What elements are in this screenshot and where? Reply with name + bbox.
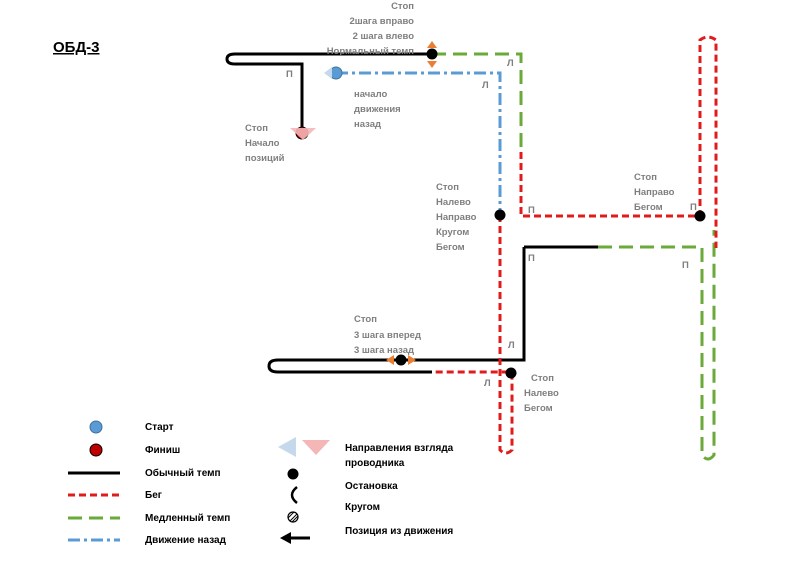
stop-lower bbox=[395, 354, 407, 366]
ann-bottom-line: Стоп bbox=[531, 373, 554, 384]
legend-start: Старт bbox=[145, 422, 174, 433]
ann-finish-line: Начало bbox=[245, 138, 280, 149]
legend-back: Движение назад bbox=[145, 535, 227, 546]
side-label: Л bbox=[484, 378, 491, 389]
ann-right-line: Направо bbox=[634, 187, 675, 198]
annotations: Стоп 2шага вправо 2 шага влево Нормальны… bbox=[327, 1, 415, 57]
side-label: П bbox=[528, 253, 535, 264]
path-slow-right bbox=[598, 230, 716, 461]
ann-back-line: начало bbox=[354, 89, 387, 100]
path-normal-top bbox=[225, 52, 432, 133]
ann-bottom-line: Бегом bbox=[524, 403, 553, 414]
side-label: Л bbox=[482, 80, 489, 91]
arrow-up-icon bbox=[427, 41, 437, 48]
look-left-legend-icon bbox=[278, 437, 296, 457]
ann-bottom-line: Налево bbox=[524, 388, 559, 399]
legend-finish-icon bbox=[89, 443, 103, 457]
route bbox=[225, 35, 718, 461]
ann-top-line: 2 шага влево bbox=[353, 31, 415, 42]
ann-back-line: движения bbox=[354, 104, 401, 115]
arrow-down-icon bbox=[427, 61, 437, 68]
side-label: П bbox=[690, 202, 697, 213]
ann-right-line: Стоп bbox=[634, 172, 657, 183]
look-right-icon bbox=[290, 128, 316, 140]
ann-back-line: назад bbox=[354, 119, 381, 130]
hatched-circle-icon bbox=[287, 511, 299, 523]
ann-lower-line: Стоп bbox=[354, 314, 377, 325]
legend-look-2: проводника bbox=[345, 458, 405, 469]
legend-run: Бег bbox=[145, 490, 162, 501]
ann-right-line: Бегом bbox=[634, 202, 663, 213]
ann-middle-line: Бегом bbox=[436, 242, 465, 253]
arrow-right-icon bbox=[408, 355, 416, 365]
side-label: П bbox=[528, 205, 535, 216]
legend-start-icon bbox=[89, 420, 103, 434]
path-run-mid bbox=[432, 215, 514, 455]
legend-stop: Остановка bbox=[345, 481, 398, 492]
legend-turn: Кругом bbox=[345, 502, 380, 513]
markers bbox=[290, 41, 706, 379]
ann-lower-line: 3 шага назад bbox=[354, 345, 414, 356]
ann-top-line: 2шага вправо bbox=[349, 16, 414, 27]
turn-legend-icon bbox=[290, 486, 298, 504]
ann-top-line: Стоп bbox=[391, 1, 414, 12]
side-label: Л bbox=[508, 340, 515, 351]
position-arrow-icon bbox=[280, 532, 291, 544]
look-left-icon bbox=[324, 67, 332, 79]
stop-right bbox=[694, 210, 706, 222]
side-label: П bbox=[682, 260, 689, 271]
path-back bbox=[336, 71, 502, 215]
ann-middle-line: Кругом bbox=[436, 227, 469, 238]
legend-position: Позиция из движения bbox=[345, 526, 453, 537]
annotations-left: начало движения назад Стоп Начало позици… bbox=[245, 58, 697, 414]
stop-middle bbox=[494, 209, 506, 221]
path-run-main bbox=[519, 35, 718, 248]
ann-finish-line: позиций bbox=[245, 153, 285, 164]
legend-look: Направления взгляда bbox=[345, 443, 454, 454]
side-label: П bbox=[286, 69, 293, 80]
look-right-legend-icon bbox=[302, 440, 330, 455]
ann-lower-line: 3 шага вперед bbox=[354, 330, 421, 341]
legend-slow: Медленный темп bbox=[145, 513, 230, 524]
ann-finish-line: Стоп bbox=[245, 123, 268, 134]
stop-bottom bbox=[505, 367, 517, 379]
side-label: Л bbox=[507, 58, 514, 69]
stop-top bbox=[426, 48, 438, 60]
ann-middle-line: Направо bbox=[436, 212, 477, 223]
ann-middle-line: Налево bbox=[436, 197, 471, 208]
ann-top-line: Нормальный темп bbox=[327, 46, 415, 57]
stop-legend-icon bbox=[287, 468, 299, 480]
path-normal-lower bbox=[267, 247, 526, 374]
arrow-left-icon bbox=[386, 355, 394, 365]
scheme-title: ОБД-3 bbox=[53, 39, 99, 56]
legend: Старт Финиш Обычный темп Бег Медленный т… bbox=[68, 420, 454, 546]
legend-normal: Обычный темп bbox=[145, 467, 221, 479]
path-slow-top bbox=[432, 52, 523, 152]
ann-middle-line: Стоп bbox=[436, 182, 459, 193]
legend-finish: Финиш bbox=[145, 445, 180, 456]
